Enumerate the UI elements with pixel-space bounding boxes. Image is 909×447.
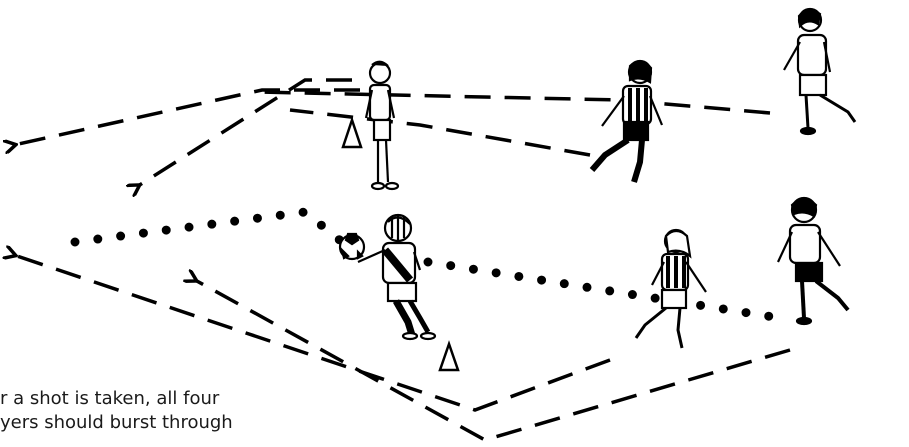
run-path-top-lower (290, 110, 590, 155)
player-striped-with-ball (340, 215, 435, 339)
player-white-top-far-right (784, 9, 855, 134)
caption-line-2: yers should burst through (0, 412, 420, 434)
caption-box: r a shot is taken, all four yers should … (0, 382, 430, 447)
dribble-path-left (75, 212, 352, 250)
run-paths-top (14, 80, 770, 186)
caption-line-1: r a shot is taken, all four (0, 388, 420, 410)
player-striped-top-right (592, 61, 662, 182)
player-white-bottom-far-right (778, 198, 848, 324)
run-path-top-left (14, 90, 360, 145)
cone-top (343, 120, 361, 147)
run-path-top-long (258, 92, 770, 113)
dribble-path-right (428, 262, 780, 318)
cone-bottom (440, 344, 458, 370)
run-path-top-diagonal (138, 80, 352, 186)
player-white-top-center (366, 62, 398, 189)
player-striped-bottom-right (636, 230, 706, 348)
